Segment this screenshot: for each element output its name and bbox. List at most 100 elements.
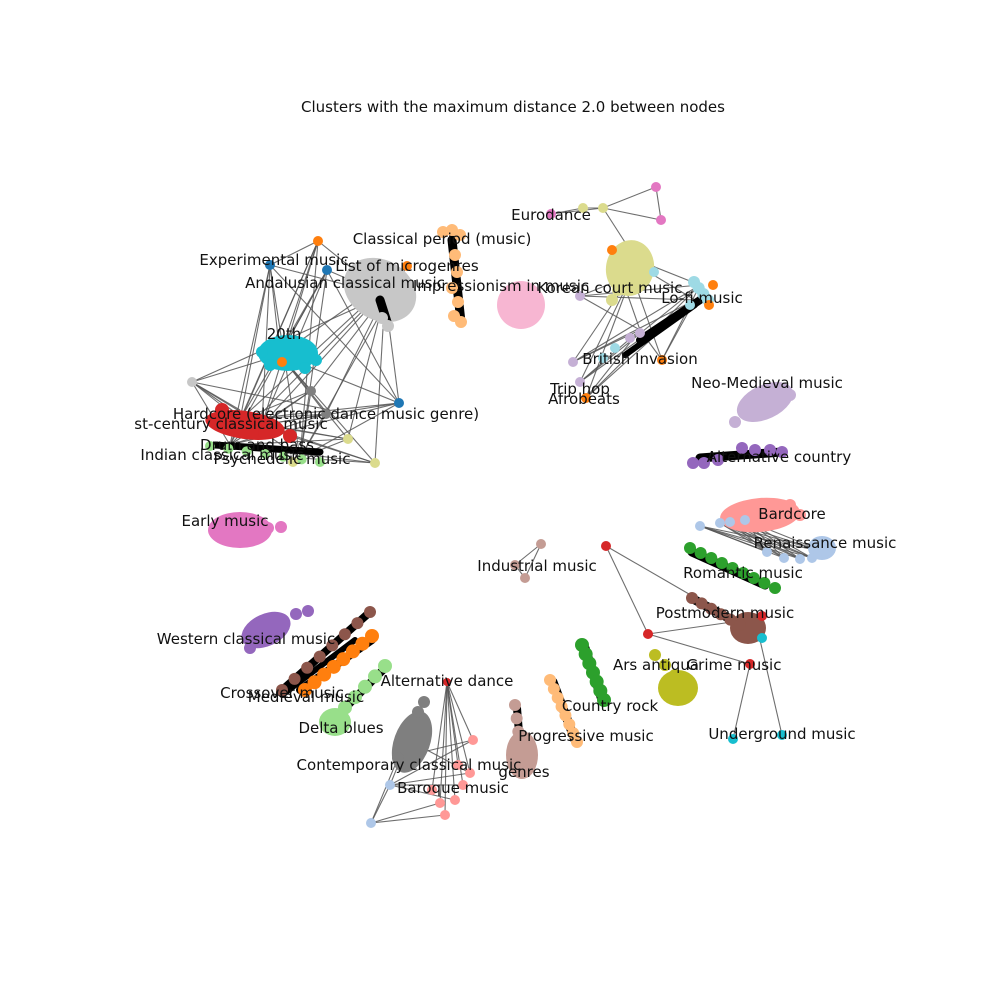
graph-node <box>510 560 520 570</box>
node-label-delta-blues: Delta blues <box>298 719 383 737</box>
graph-node <box>764 444 776 456</box>
graph-node <box>607 245 617 255</box>
graph-node <box>643 629 653 639</box>
graph-node <box>776 446 788 458</box>
graph-edge <box>389 772 471 786</box>
graph-edge <box>389 784 456 801</box>
graph-edge <box>661 284 701 361</box>
graph-node <box>336 652 351 667</box>
node-label-alternative-country: Alternative country <box>707 448 852 466</box>
cluster-edge-band <box>279 637 358 698</box>
graph-node <box>394 398 404 408</box>
graph-node <box>448 310 460 322</box>
graph-node <box>684 542 696 554</box>
graph-node <box>418 696 430 708</box>
node-label-postmodern-music: Postmodern music <box>656 604 794 622</box>
graph-node <box>443 678 451 686</box>
graph-node <box>355 636 370 651</box>
graph-node <box>306 386 316 396</box>
graph-edge <box>370 814 446 824</box>
graph-node <box>338 700 352 715</box>
graph-node <box>649 267 659 277</box>
graph-node <box>520 573 530 583</box>
graph-edge <box>444 681 448 816</box>
graph-node <box>402 261 412 271</box>
graph-node <box>657 355 667 365</box>
graph-node <box>223 443 234 454</box>
node-label-industrial-music: Industrial music <box>477 557 596 575</box>
node-label-contemporary-classical-music: Contemporary classical music <box>297 756 522 774</box>
graph-node <box>509 699 521 711</box>
graph-node <box>612 284 624 296</box>
graph-edge <box>370 784 391 824</box>
graph-node <box>348 690 362 705</box>
graph-edge <box>269 264 400 404</box>
graph-node <box>546 209 556 219</box>
cluster-edge-band <box>622 302 698 358</box>
graph-edge <box>299 390 312 459</box>
graph-node <box>740 515 750 525</box>
graph-node <box>536 539 546 549</box>
graph-edge <box>370 802 441 824</box>
node-label-genres: genres <box>498 763 549 781</box>
graph-node <box>278 451 289 462</box>
graph-node <box>649 649 661 661</box>
graph-node <box>358 679 372 694</box>
graph-node <box>299 362 311 374</box>
graph-node <box>317 667 332 682</box>
graph-node <box>635 328 645 338</box>
graph-node <box>784 499 796 511</box>
node-label-list-of-microgenres: List of microgenres <box>335 257 479 275</box>
node-label-underground-music: Underground music <box>708 725 855 743</box>
graph-node <box>610 343 620 353</box>
graph-edge <box>602 186 657 209</box>
graph-edge <box>299 457 376 464</box>
graph-node <box>656 215 666 225</box>
node-label-lo-fi-music: Lo-fi music <box>661 289 743 307</box>
cluster-blob <box>241 611 291 649</box>
graph-node <box>777 730 787 740</box>
graph-node <box>412 706 424 718</box>
graph-node <box>734 619 746 631</box>
graph-node <box>742 409 754 421</box>
node-label-grime-music: Grime music <box>687 656 782 674</box>
graph-node <box>512 725 525 738</box>
graph-edge <box>446 681 456 801</box>
graph-node <box>296 454 307 465</box>
graph-node <box>708 280 718 290</box>
graph-edge <box>191 381 241 411</box>
graph-node <box>737 567 750 579</box>
graph-node <box>468 735 478 745</box>
graph-node <box>745 659 755 669</box>
graph-node <box>437 226 449 238</box>
graph-node <box>322 265 332 275</box>
graph-node <box>795 554 805 564</box>
graph-node <box>205 441 215 451</box>
graph-node <box>187 377 197 387</box>
graph-node <box>307 675 322 690</box>
graph-node <box>685 300 695 310</box>
graph-node <box>277 357 287 367</box>
graph-node <box>449 249 461 261</box>
node-label-psychedelic-music: Psychedelic music <box>214 450 351 468</box>
node-label-romantic-music: Romantic music <box>683 564 803 582</box>
graph-node <box>715 557 728 569</box>
graph-node <box>598 203 608 213</box>
graph-node <box>364 606 376 618</box>
graph-edge <box>572 284 701 363</box>
node-label-classical-period: Classical period (music) <box>353 230 532 248</box>
graph-node <box>328 711 342 725</box>
graph-node <box>427 785 437 795</box>
graph-node <box>315 457 325 467</box>
graph-node <box>313 650 326 663</box>
graph-node <box>453 760 463 770</box>
graph-edge <box>439 681 448 804</box>
graph-node <box>244 642 256 654</box>
node-label-impressionism-in-music: Impressionism in music <box>413 277 589 295</box>
graph-node <box>704 300 714 310</box>
graph-node <box>366 818 376 828</box>
cluster-blob <box>605 240 655 296</box>
graph-node <box>758 577 771 589</box>
node-label-british-invasion: British Invasion <box>582 350 697 368</box>
node-label-neo-medieval-music: Neo-Medieval music <box>691 374 843 392</box>
